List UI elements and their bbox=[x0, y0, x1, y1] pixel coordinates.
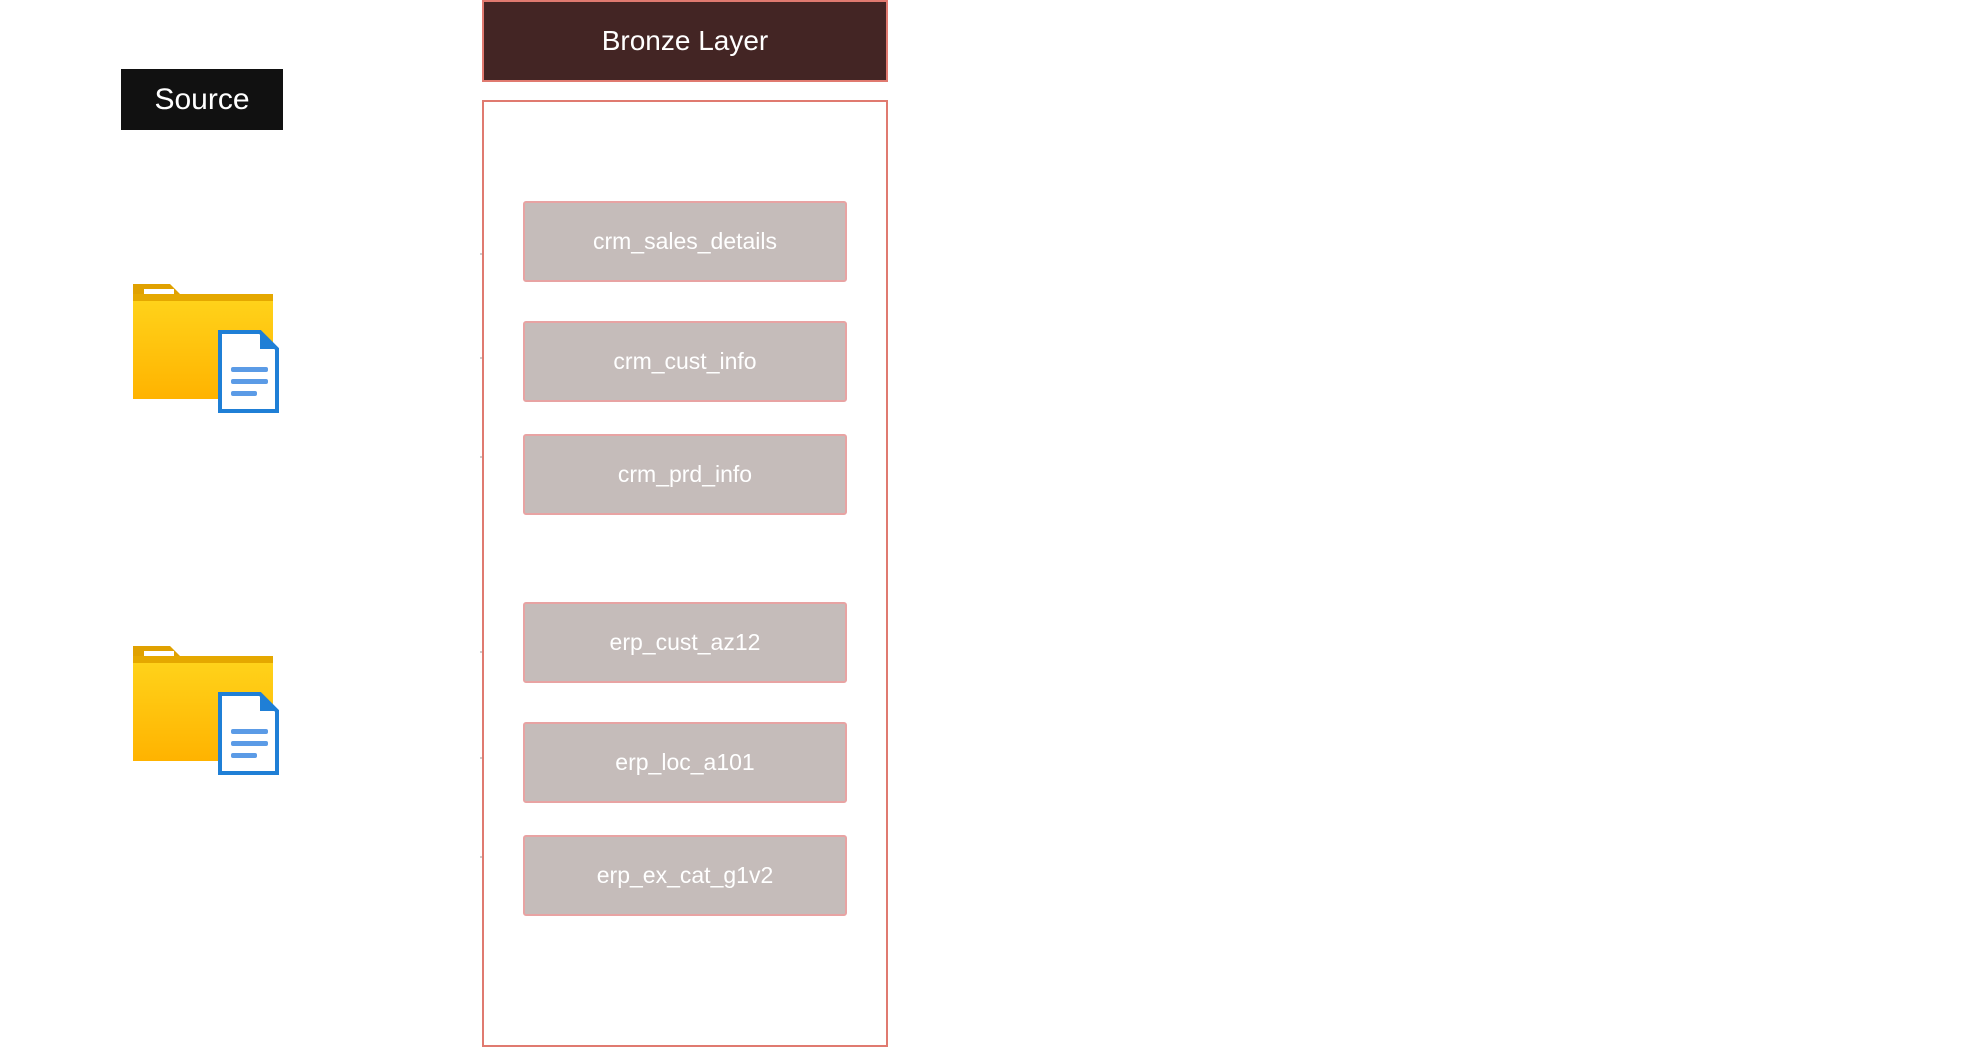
connector-stub bbox=[480, 357, 482, 359]
crm-source-folder-icon bbox=[133, 284, 279, 413]
table-erp-cust-az12[interactable]: erp_cust_az12 bbox=[523, 602, 847, 683]
bronze-layer-header: Bronze Layer bbox=[482, 0, 888, 82]
connector-stub bbox=[480, 456, 482, 458]
table-crm-cust-info[interactable]: crm_cust_info bbox=[523, 321, 847, 402]
erp-source-folder-icon bbox=[133, 646, 279, 775]
source-label: Source bbox=[121, 69, 283, 130]
connector-stub bbox=[480, 856, 482, 858]
table-crm-sales-details[interactable]: crm_sales_details bbox=[523, 201, 847, 282]
connector-stub bbox=[480, 253, 482, 255]
table-crm-prd-info[interactable]: crm_prd_info bbox=[523, 434, 847, 515]
table-erp-ex-cat-g1v2[interactable]: erp_ex_cat_g1v2 bbox=[523, 835, 847, 916]
connector-stub bbox=[480, 651, 482, 653]
table-erp-loc-a101[interactable]: erp_loc_a101 bbox=[523, 722, 847, 803]
connector-stub bbox=[480, 757, 482, 759]
